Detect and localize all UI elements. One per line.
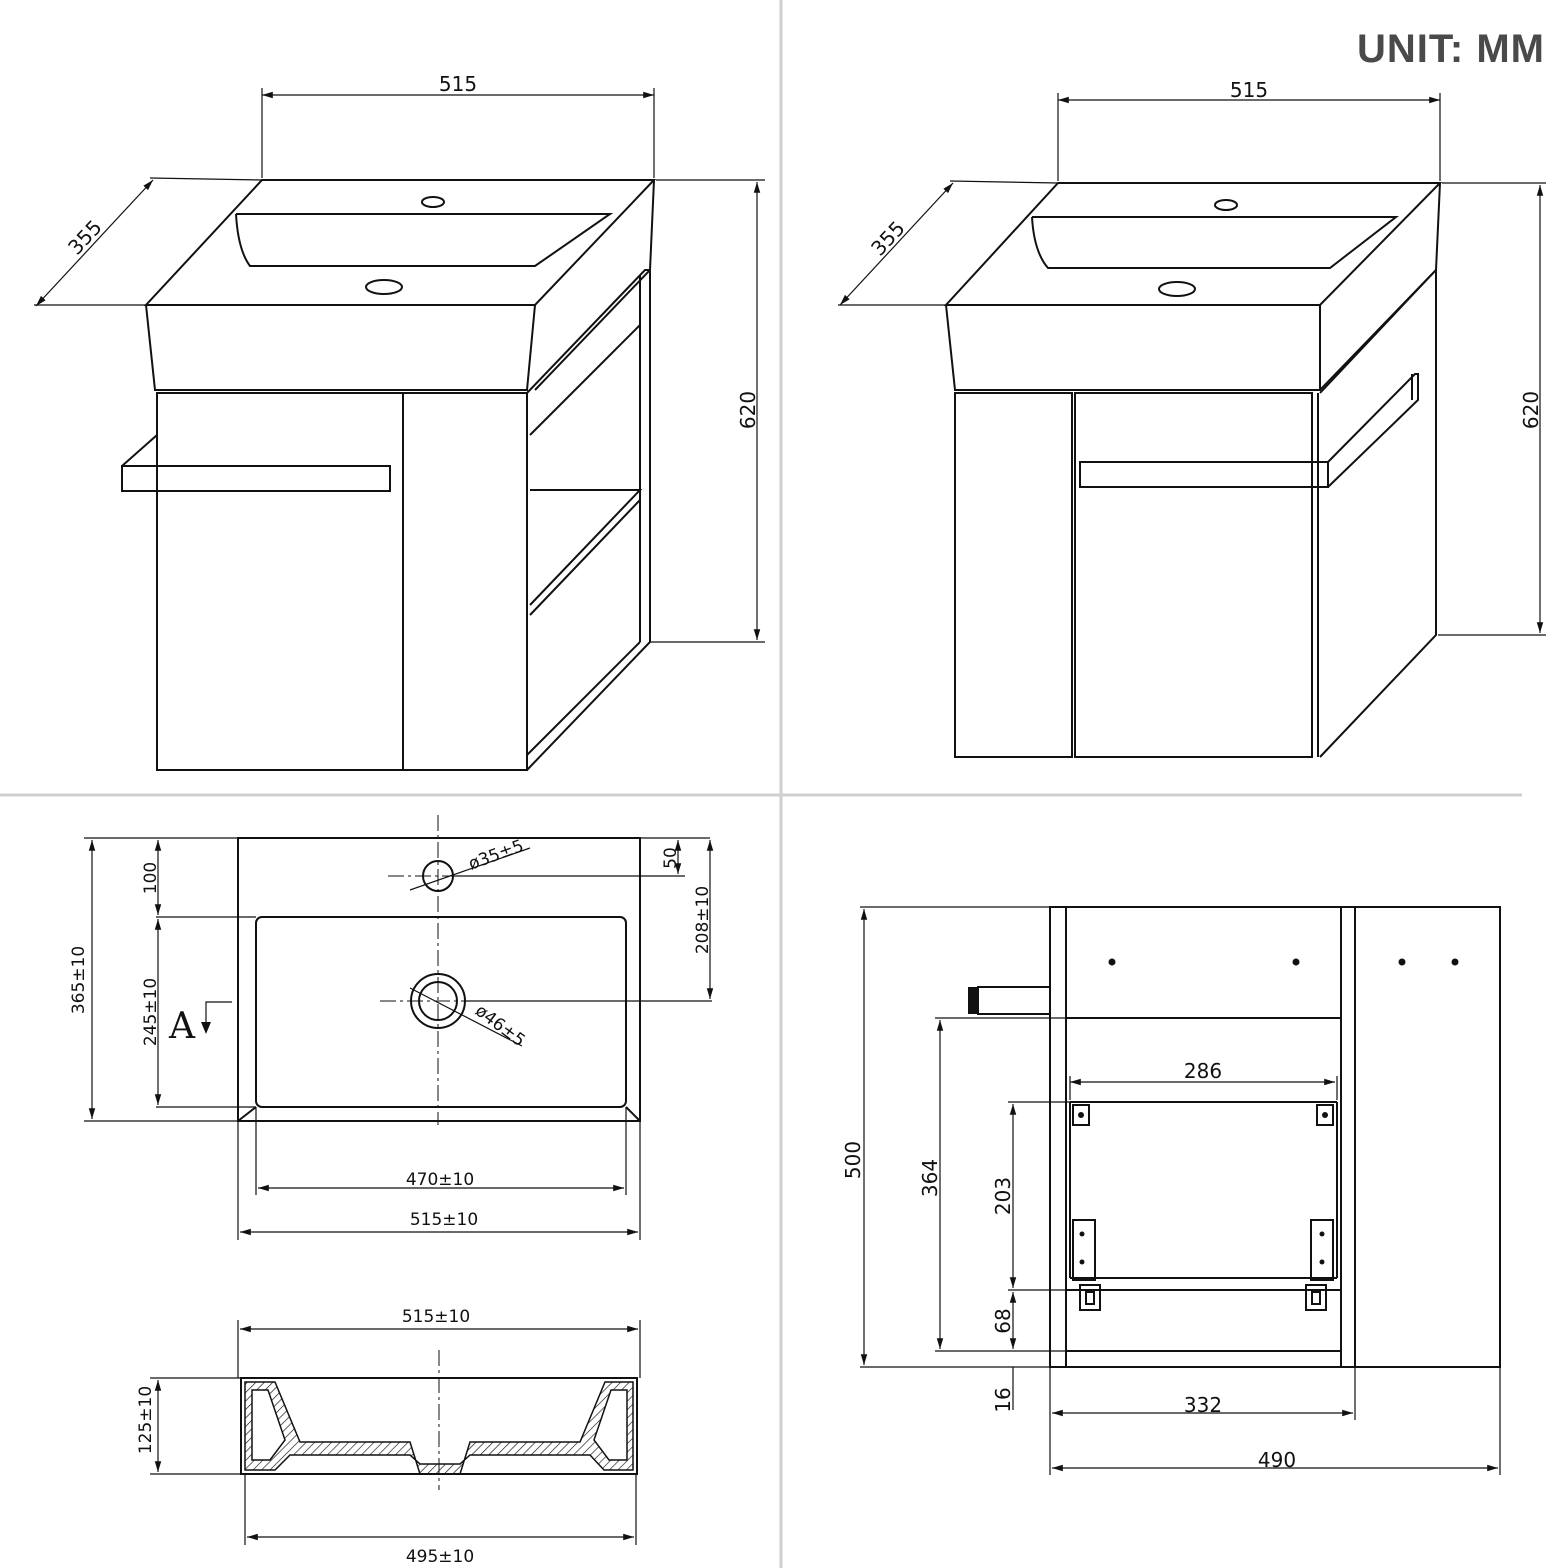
section-marker-label: A [168, 1006, 196, 1047]
basin-section-view: 515±10 125±10 495±10 [136, 1307, 641, 1567]
drawer-height-label: 203 [991, 1177, 1015, 1215]
basin-plan-view: ø35±5 ø46±5 50 208±10 100 365±10 245±10 … [69, 815, 714, 1240]
shelf-width-label: 286 [1184, 1059, 1222, 1083]
iso-left-width-label: 515 [439, 72, 477, 96]
overall-width-label: 515±10 [410, 1210, 478, 1230]
drain-hole-label: ø46±5 [471, 1001, 529, 1051]
section-top-width-label: 515±10 [402, 1307, 470, 1327]
iso-right-height-label: 620 [1519, 391, 1543, 429]
bowl-depth-label: 245±10 [141, 978, 161, 1046]
iso-left-height-label: 620 [736, 391, 760, 429]
section-bottom-width-label: 495±10 [406, 1547, 474, 1567]
section-height-label: 125±10 [136, 1386, 156, 1454]
bottom-gap-label: 68 [991, 1308, 1015, 1333]
iso-right-width-label: 515 [1230, 78, 1268, 102]
total-width-label: 490 [1258, 1448, 1296, 1472]
iso-right-depth-label: 355 [866, 216, 910, 260]
front-margin-label: 100 [141, 862, 161, 894]
unit-label: UNIT: MM [1357, 27, 1545, 71]
cabinet-front-view: 286 500 364 203 68 16 332 490 [841, 906, 1501, 1475]
iso-left-depth-label: 355 [63, 215, 107, 259]
inner-width-label: 332 [1184, 1393, 1222, 1417]
drain-offset-label: 208±10 [693, 886, 713, 954]
tap-hole-label: ø35±5 [466, 836, 526, 874]
bowl-width-label: 470±10 [406, 1170, 474, 1190]
total-height-label: 500 [841, 1141, 865, 1179]
quadrant-dividers [0, 0, 1522, 1568]
base-height-label: 16 [991, 1387, 1015, 1412]
iso-view-right: 515 355 620 [838, 78, 1546, 758]
iso-view-left: 515 355 620 [34, 72, 765, 771]
inner-height-label: 364 [918, 1159, 942, 1197]
top-offset-label: 50 [661, 847, 681, 869]
overall-depth-label: 365±10 [69, 946, 89, 1014]
